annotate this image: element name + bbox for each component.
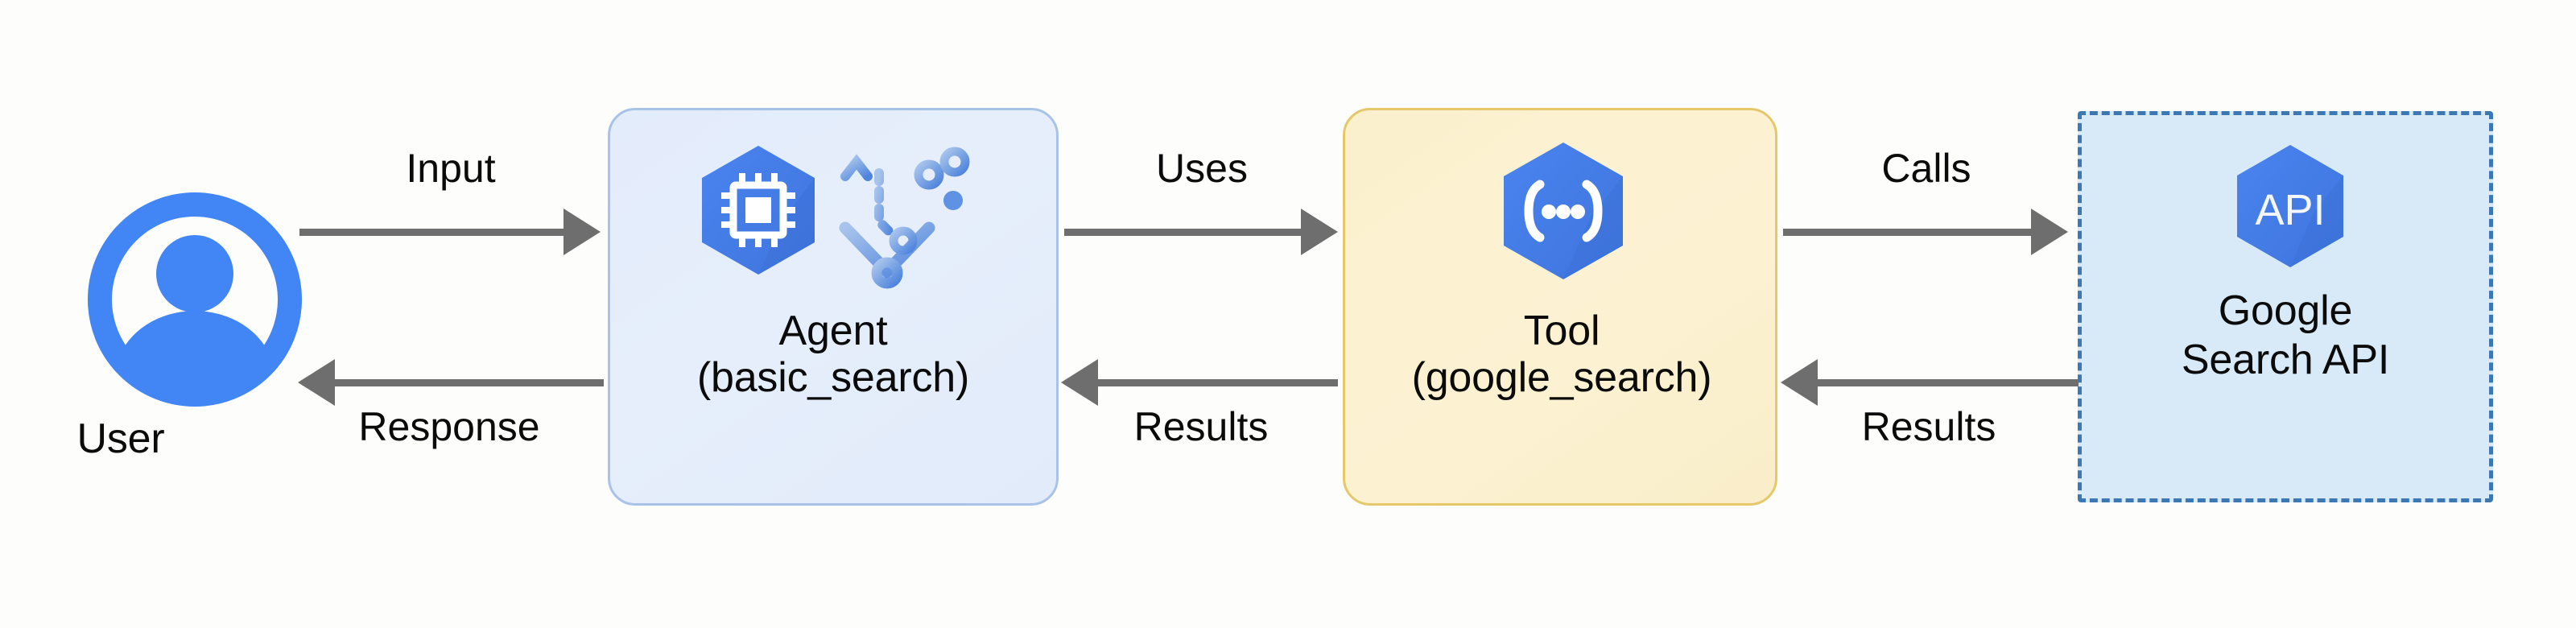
edge-input-arrowhead-icon [564, 209, 601, 255]
edge-results-agent-line [1095, 379, 1338, 386]
edge-results-tool-line [1814, 379, 2079, 386]
edge-results-agent-label: Results [1133, 404, 1269, 449]
api-hexagon-icon: API [2223, 141, 2357, 275]
node-agent-label: Agent (basic_search) [696, 308, 970, 402]
node-user[interactable] [80, 190, 309, 417]
edge-response-arrowhead-icon [298, 359, 335, 406]
edge-input-label: Input [406, 146, 496, 191]
edge-calls-label: Calls [1881, 146, 1971, 191]
node-google-search-api[interactable]: API [2078, 111, 2493, 502]
edge-response-line [332, 379, 604, 386]
node-google-search-api-label: Google Search API [2181, 287, 2390, 384]
node-tool-label: Tool (google_search) [1411, 308, 1712, 402]
edge-results-agent-arrowhead-icon [1061, 359, 1098, 406]
edge-response-label: Response [358, 404, 540, 449]
agent-icon-group [687, 141, 987, 291]
edge-calls-arrowhead-icon [2031, 209, 2068, 255]
node-user-label: User [76, 415, 165, 462]
edge-uses-line [1064, 229, 1302, 236]
edge-results-tool-label: Results [1861, 404, 1996, 449]
code-braces-hexagon-icon [1488, 138, 1638, 287]
edge-uses-label: Uses [1156, 146, 1248, 191]
api-icon-text: API [2255, 186, 2325, 234]
user-avatar-icon [87, 190, 303, 409]
node-agent[interactable] [608, 108, 1059, 506]
edge-uses-arrowhead-icon [1301, 209, 1338, 255]
cpu-chip-hexagon-icon [702, 146, 815, 275]
node-tool[interactable] [1343, 108, 1777, 506]
edge-calls-line [1783, 229, 2033, 236]
edge-results-tool-arrowhead-icon [1781, 359, 1818, 406]
agent-workflow-icon [839, 147, 970, 289]
edge-input-line [299, 229, 565, 236]
